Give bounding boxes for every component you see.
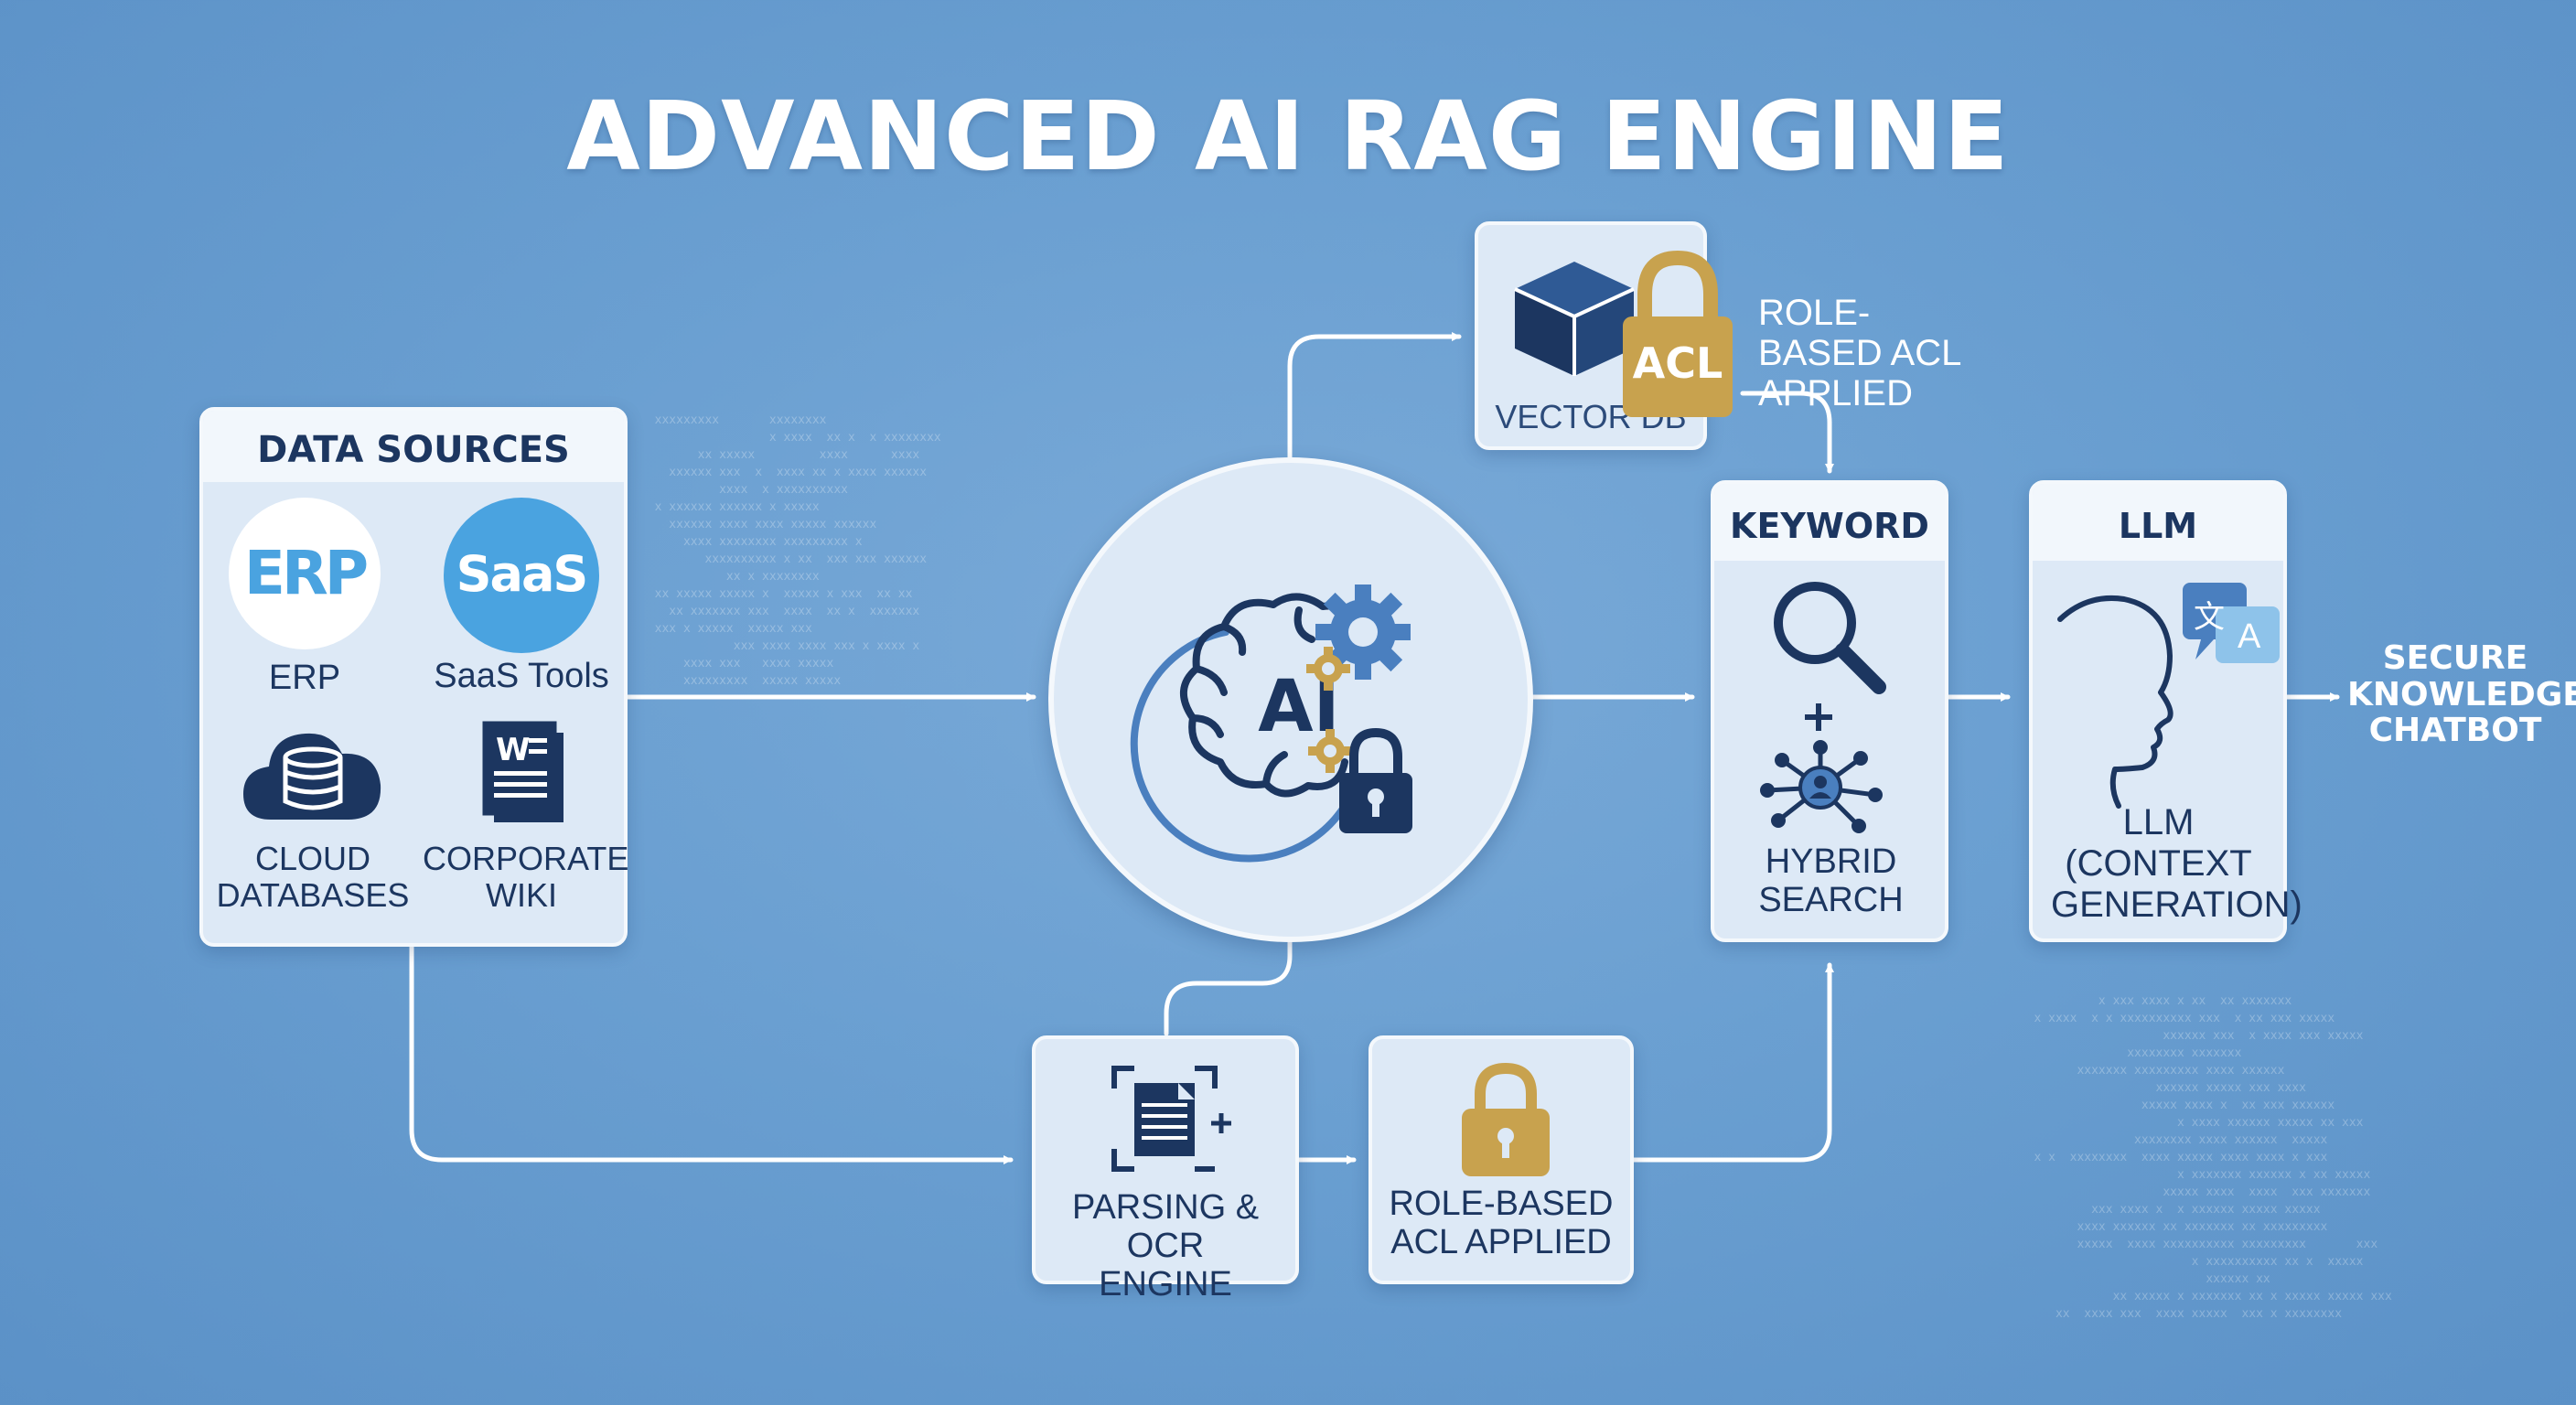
ai-core-circle: AI (1048, 457, 1533, 942)
erp-label: ERP (268, 659, 341, 697)
vector-db-acl-note: ROLE-BASED ACL APPLIED (1758, 293, 1960, 413)
llm-header: LLM (2033, 484, 2283, 561)
magnifier-network-icon (1760, 582, 1886, 833)
corporate-wiki-label: CORPORATE WIKI (423, 840, 629, 914)
acl-applied-card: ROLE-BASED ACL APPLIED (1368, 1035, 1634, 1284)
llm-card: LLM 文 A LLM (CONTEXT GENERATION) (2029, 480, 2302, 942)
head-profile-icon (2057, 595, 2174, 809)
parsing-ocr-card: PARSING & OCR ENGINE (1032, 1035, 1299, 1303)
arrow-ai-to-vectordb (1287, 332, 1462, 460)
data-sources-header: DATA SOURCES (203, 411, 624, 482)
secure-knowledge-chatbot-label: SECURE KNOWLEDGE CHATBOT (2347, 639, 2576, 750)
arrow-sources-to-parsing (409, 944, 1014, 1164)
background-code-texture: xxxxxxxxx xxxxxxxx x xxxx xx x x xxxxxxx… (654, 413, 941, 688)
cube-database-icon (1514, 262, 1635, 376)
hybrid-search-label: HYBRID SEARCH (1758, 842, 1904, 919)
cloud-databases-label: CLOUD DATABASES (216, 840, 410, 914)
acl-applied-label: ROLE-BASED ACL APPLIED (1389, 1185, 1614, 1261)
keyword-header: KEYWORD (1714, 484, 1945, 561)
gold-lock-icon (1462, 1062, 1550, 1176)
saas-tools-label: SaaS Tools (434, 657, 609, 695)
document-scan-icon (1111, 1066, 1231, 1172)
translate-bubble-icon: 文 A (2183, 583, 2283, 674)
arrow-parsing-to-ai (1164, 935, 1293, 1036)
cloud-database-icon (243, 733, 381, 820)
word-document-icon: W (482, 721, 564, 822)
ai-brain-gears-lock-icon: AI (1130, 585, 1412, 863)
llm-context-generation-label: LLM (CONTEXT GENERATION) (2051, 802, 2302, 925)
erp-badge-icon: ERP (229, 498, 381, 649)
saas-badge-icon: SaaS (444, 498, 599, 653)
parsing-ocr-label: PARSING & OCR ENGINE (1071, 1188, 1260, 1303)
acl-lock-icon: ACL (1617, 249, 1738, 423)
arrow-vectordb-to-hybrid (1740, 391, 1834, 474)
page-title: ADVANCED AI RAG ENGINE (566, 80, 2010, 192)
data-sources-card: DATA SOURCES ERP ERP SaaS SaaS Tools CLO… (199, 407, 628, 947)
arrow-acl-to-hybrid (1630, 962, 1834, 1163)
svg-text:W: W (496, 732, 531, 768)
hybrid-search-card: KEYWORD HYBRID SEARCH (1711, 480, 1948, 942)
background-code-texture: x xxx xxxx x xx xx xxxxxxx x xxxx x x xx… (2034, 994, 2392, 1321)
